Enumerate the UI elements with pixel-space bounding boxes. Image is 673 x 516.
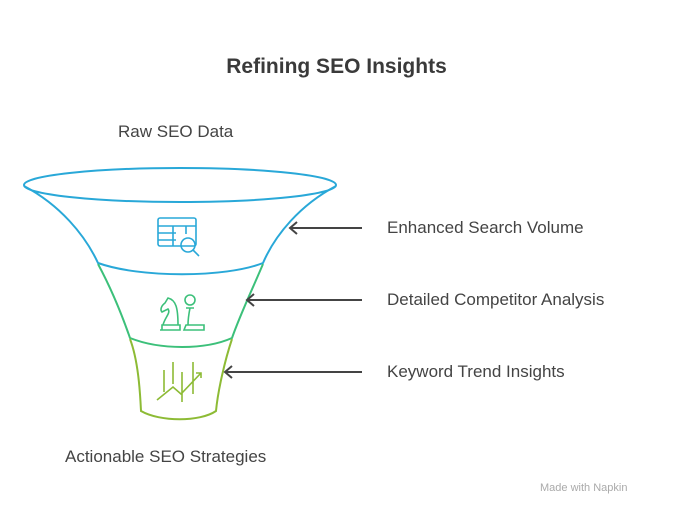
chess-pieces-icon	[160, 294, 205, 331]
diagram-title: Refining SEO Insights	[226, 55, 447, 78]
table-search-icon	[157, 217, 200, 257]
stage-label-1: Enhanced Search Volume	[387, 218, 584, 237]
funnel-stage-3	[129, 338, 233, 421]
funnel-stage-2	[97, 263, 264, 348]
arrow-3	[223, 365, 362, 379]
arrows	[223, 221, 362, 379]
stage-label-3: Keyword Trend Insights	[387, 362, 565, 381]
funnel-top-ellipse	[23, 167, 337, 203]
funnel-output-label: Actionable SEO Strategies	[65, 447, 267, 466]
arrow-2	[245, 293, 362, 307]
arrow-1	[288, 221, 362, 235]
funnel-stage-1	[23, 167, 337, 276]
trend-chart-icon	[156, 362, 202, 402]
funnel-input-label: Raw SEO Data	[118, 122, 234, 141]
stage-label-2: Detailed Competitor Analysis	[387, 290, 605, 309]
watermark: Made with Napkin	[540, 482, 628, 494]
